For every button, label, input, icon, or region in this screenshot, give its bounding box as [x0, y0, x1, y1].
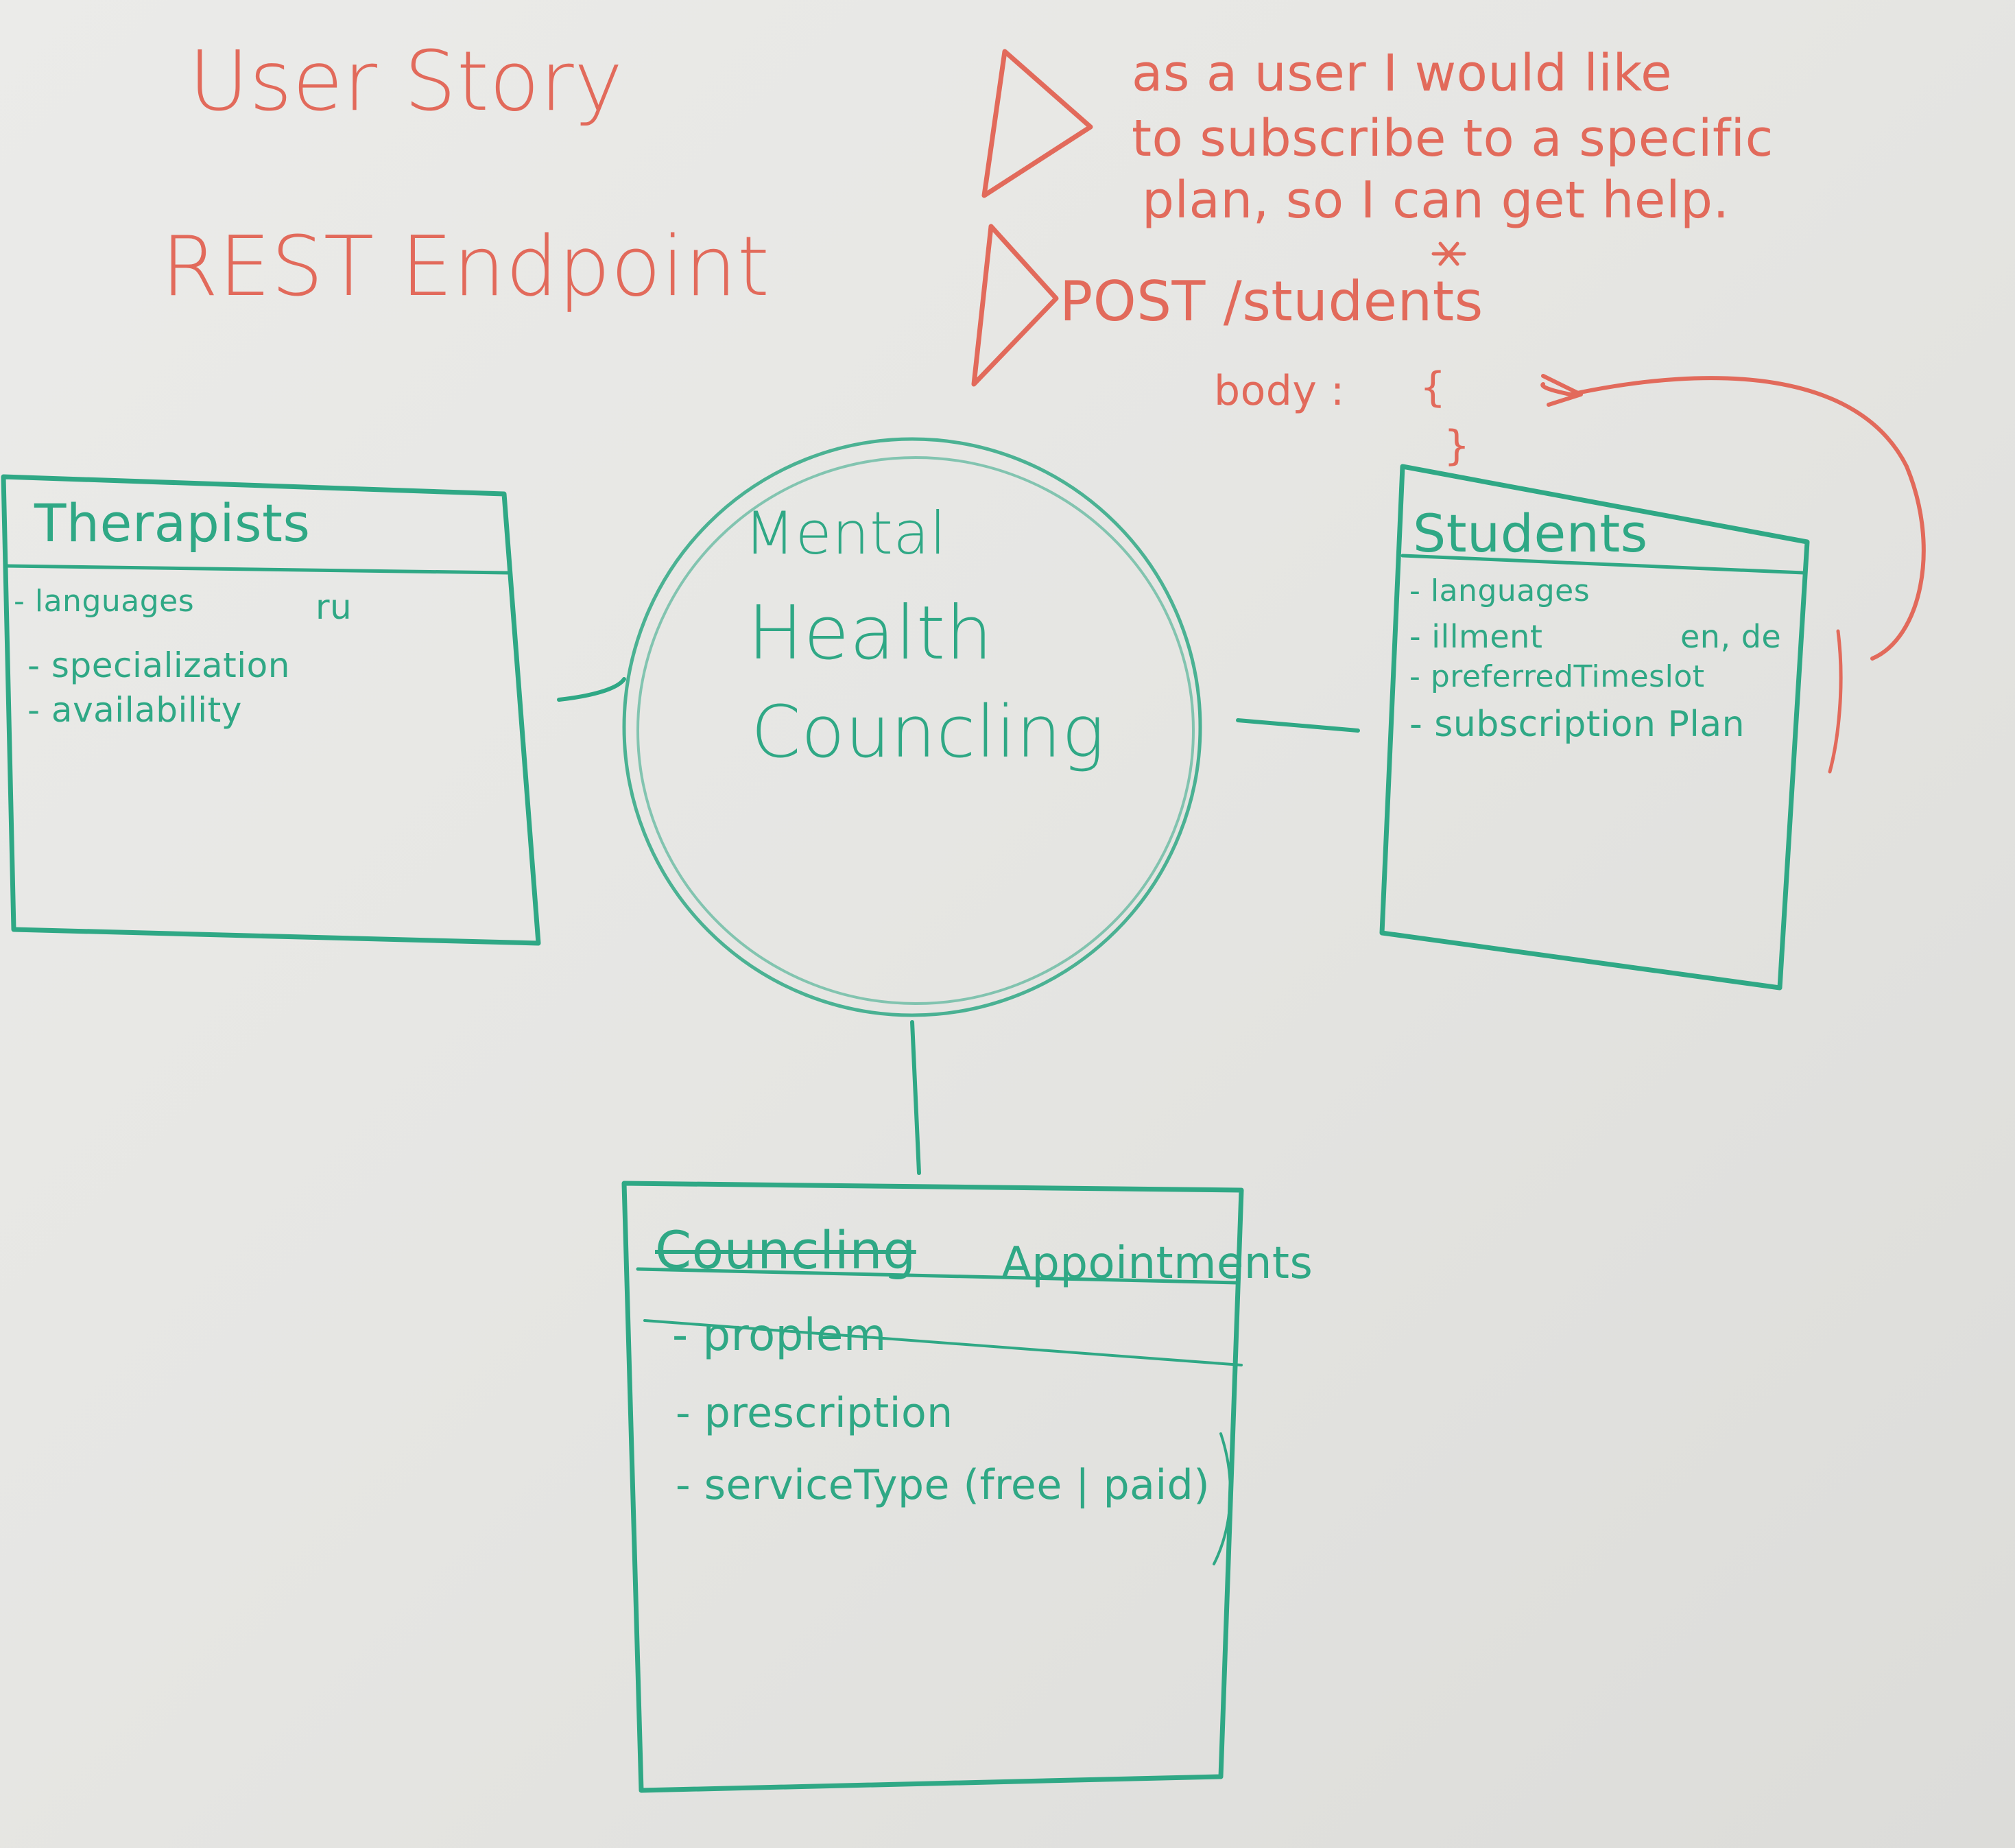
- appointments-field-2: - prescription: [676, 1389, 953, 1437]
- students-connector: [1236, 718, 1360, 733]
- therapists-connector: [557, 677, 626, 702]
- students-field-3: - preferredTimeslot: [1409, 659, 1705, 694]
- therapists-field-2: - specialization: [27, 645, 290, 685]
- appointments-field-1: - proplem: [672, 1310, 887, 1361]
- appointments-field-3: - serviceType (free | paid): [676, 1461, 1211, 1509]
- body-to-students-connector: [1540, 376, 1926, 661]
- students-field-1: - languages: [1409, 573, 1590, 608]
- user-story-line-3: plan, so I can get help.: [1142, 171, 1730, 230]
- user-story-line-1: as a user I would like: [1132, 44, 1673, 103]
- asterisk-icon: [1431, 241, 1466, 266]
- therapists-note: ru: [315, 587, 353, 627]
- body-arrow-head-icon: [1541, 374, 1583, 407]
- students-note: en, de: [1680, 618, 1782, 655]
- therapists-field-1: - languages: [14, 584, 195, 619]
- appointments-struck-title: Councling: [655, 1220, 916, 1281]
- therapists-title-divider: [5, 564, 510, 575]
- students-title: Students: [1413, 503, 1648, 564]
- students-title-divider: [1400, 554, 1806, 575]
- endpoint-request: POST /students: [1060, 270, 1483, 333]
- appointments-title-divider-2: [643, 1319, 1243, 1366]
- therapists-title: Therapists: [34, 493, 311, 554]
- rest-endpoint-heading: REST Endpoint: [161, 220, 770, 315]
- endpoint-body-open-brace: {: [1420, 364, 1446, 412]
- students-box: [1379, 464, 1810, 991]
- user-story-heading: User Story: [189, 34, 623, 130]
- center-line-2: Health: [748, 591, 993, 676]
- appointments-title-divider-1: [636, 1267, 1240, 1285]
- students-field-2: - illment: [1409, 618, 1543, 655]
- story-arrow-icon: [981, 49, 1093, 198]
- appointments-title: Appointments: [1001, 1238, 1313, 1289]
- therapists-box: [1, 474, 541, 946]
- center-line-3: Councling: [751, 690, 1105, 774]
- students-bracket: [1828, 629, 1843, 774]
- mental-health-circle-outer: [636, 456, 1195, 1005]
- user-story-line-2: to subscribe to a specific: [1132, 109, 1774, 168]
- mental-health-circle: [622, 437, 1202, 1017]
- appointments-box: [621, 1181, 1244, 1793]
- endpoint-body-label: body :: [1214, 367, 1345, 415]
- therapists-field-3: - availability: [27, 690, 242, 730]
- students-field-4: - subscription Plan: [1409, 704, 1745, 745]
- endpoint-body-close-brace: }: [1444, 422, 1470, 470]
- endpoint-arrow-icon: [971, 224, 1059, 387]
- appointments-side-bracket: [1213, 1432, 1232, 1565]
- appointments-connector: [910, 1020, 921, 1175]
- center-line-1: Mental: [744, 499, 946, 568]
